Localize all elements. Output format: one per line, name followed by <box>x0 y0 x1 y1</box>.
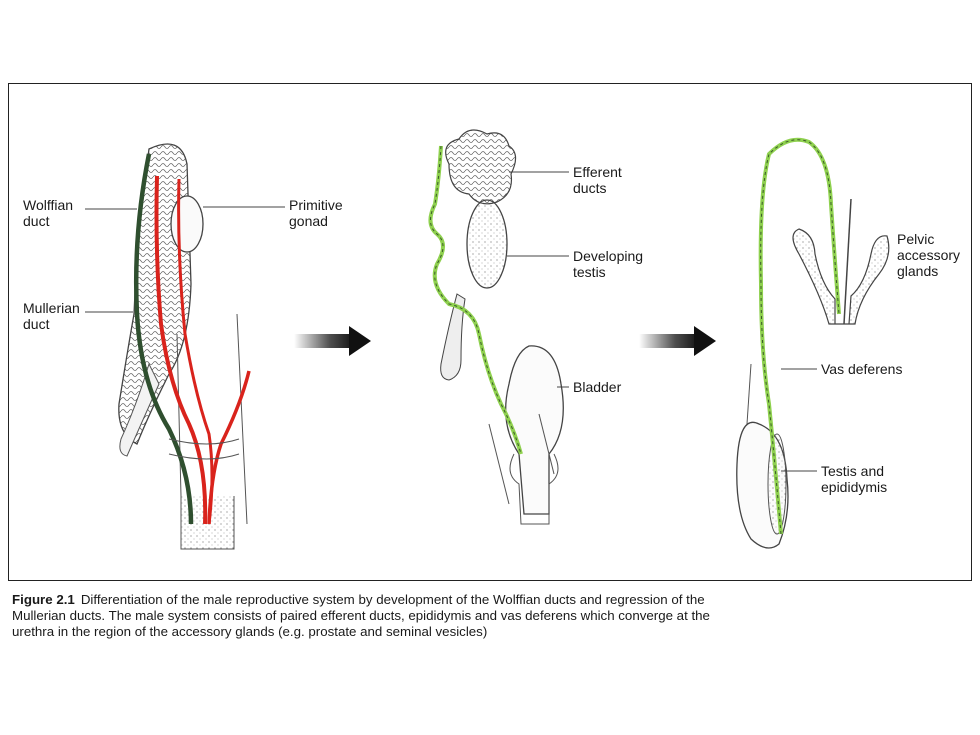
wolffian-duct-label: Wolffian duct <box>23 197 74 229</box>
panel-2-developing-stage <box>428 129 569 525</box>
vas-deferens-label: Vas deferens <box>821 361 903 377</box>
mullerian-duct-label: Mullerian duct <box>23 300 80 332</box>
vas-deferens-outline <box>760 139 840 535</box>
ligament-lines <box>168 438 240 460</box>
pelvic-accessory-glands-label: Pelvic accessory glands <box>897 231 961 279</box>
panel-1-indifferent-stage <box>85 143 285 550</box>
guide-line-1 <box>236 313 248 525</box>
panel-3-adult-stage <box>736 137 890 549</box>
wolffian-duct-line <box>133 153 194 525</box>
testis-epididymis-label: Testis and epididymis <box>821 463 888 495</box>
developing-testis-shape <box>466 199 508 289</box>
efferent-ducts-label: Efferent ducts <box>573 164 622 196</box>
primitive-gonad-shape <box>170 195 204 253</box>
pelvic-glands-shape <box>792 228 890 325</box>
figure-frame: Wolffian duct Mullerian duct Primitive g… <box>8 83 972 581</box>
guide-line-6 <box>746 363 752 425</box>
mullerian-duct-right <box>177 178 214 525</box>
guide-line-3 <box>488 423 510 505</box>
transition-arrow-1 <box>294 326 371 356</box>
bladder-neck <box>509 453 559 525</box>
guide-line-5 <box>843 198 852 325</box>
bladder-shape <box>505 345 564 515</box>
mullerian-duct-branch <box>207 370 251 525</box>
primitive-gonad-label: Primitive gonad <box>289 197 343 229</box>
wolffian-duct-outline <box>430 145 522 455</box>
reproductive-diagram <box>85 129 890 550</box>
guide-line-4 <box>538 413 555 475</box>
transition-arrow-2 <box>639 326 716 356</box>
guide-line-2 <box>176 333 182 497</box>
figure-number: Figure 2.1 <box>12 592 75 607</box>
mullerian-duct-line <box>154 175 208 525</box>
bladder-label: Bladder <box>573 379 622 395</box>
developing-testis-label: Developing testis <box>573 248 644 280</box>
efferent-ducts-shape <box>445 129 517 205</box>
mullerian-remnant-shape <box>440 293 466 381</box>
caption-text: Differentiation of the male reproductive… <box>12 592 710 639</box>
